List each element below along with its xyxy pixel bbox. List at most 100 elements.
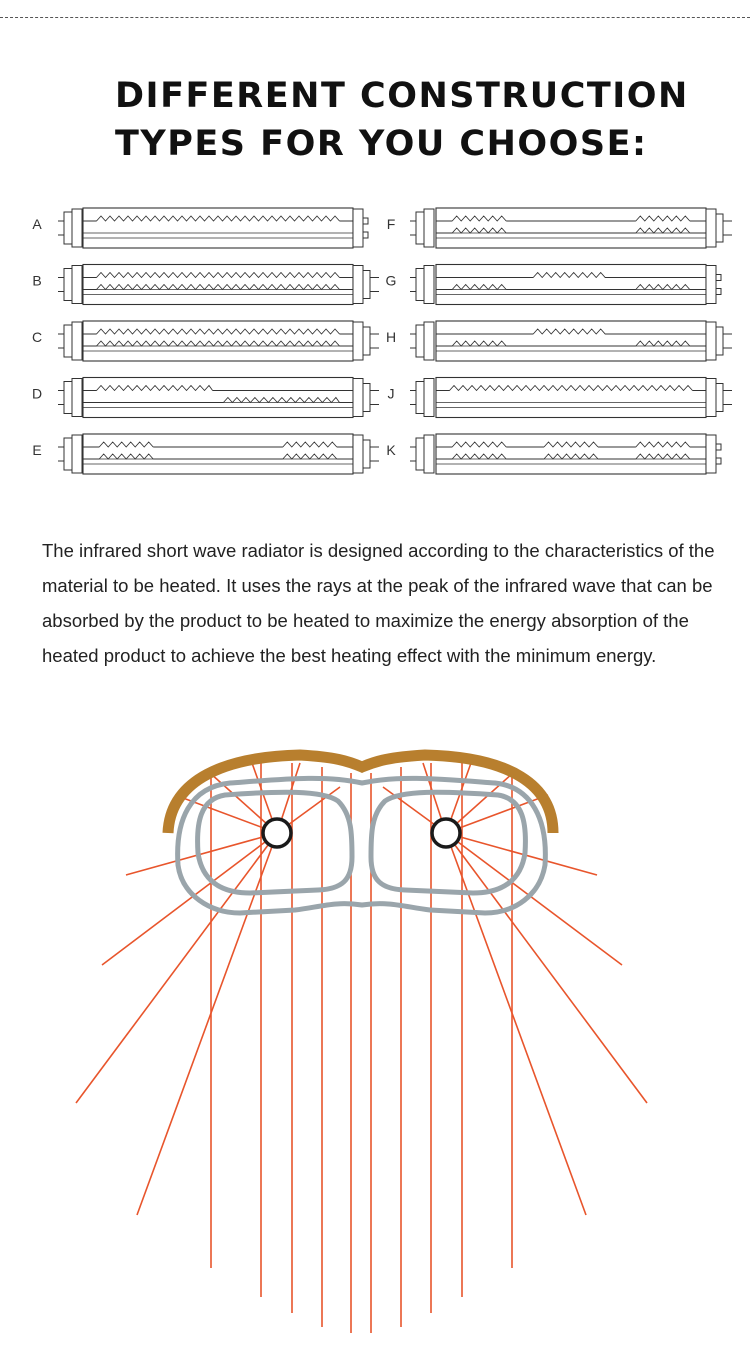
infrared-ray bbox=[445, 832, 623, 966]
filament-wire bbox=[436, 271, 706, 279]
end-cap-right bbox=[352, 321, 364, 361]
connector-block bbox=[415, 211, 425, 245]
tube-type-g: G bbox=[386, 263, 722, 306]
filament-wire bbox=[436, 283, 706, 291]
tube-type-d: D bbox=[32, 376, 379, 419]
gold-reflector bbox=[162, 749, 559, 834]
tube-body bbox=[435, 207, 707, 249]
description-text: The infrared short wave radiator is desi… bbox=[42, 540, 715, 666]
title-line-2: TYPES FOR YOU CHOOSE: bbox=[115, 124, 648, 164]
connector-block bbox=[415, 324, 425, 358]
tube-body bbox=[435, 376, 707, 419]
end-cap-left bbox=[71, 378, 83, 417]
end-cap-right bbox=[705, 208, 717, 248]
filament-wire bbox=[83, 453, 353, 460]
connector-block bbox=[63, 268, 73, 301]
infrared-ray bbox=[125, 832, 278, 876]
tube-type-h: H bbox=[386, 320, 732, 362]
end-cap-left bbox=[71, 265, 83, 304]
right-lamp-filament bbox=[430, 817, 462, 849]
connector-block bbox=[63, 437, 73, 471]
connector-block bbox=[362, 439, 371, 469]
infrared-ray bbox=[136, 832, 278, 1216]
ray-group bbox=[75, 762, 648, 1333]
infrared-ray bbox=[101, 832, 278, 966]
filament-wire bbox=[436, 340, 706, 347]
construction-types-diagram: A B C D E F G H J K bbox=[32, 207, 732, 475]
tube-label: E bbox=[32, 442, 41, 458]
end-cap-right bbox=[705, 434, 717, 474]
tube-label: F bbox=[387, 216, 396, 232]
tube-label: A bbox=[32, 216, 42, 232]
tube-type-f: F bbox=[387, 207, 732, 249]
tube-type-a: A bbox=[32, 207, 369, 249]
end-cap-left bbox=[423, 378, 435, 417]
end-cap-left bbox=[71, 321, 83, 361]
infrared-ray bbox=[445, 832, 598, 876]
filament-wire bbox=[83, 384, 353, 392]
tube-body bbox=[82, 207, 354, 249]
filament-wire bbox=[83, 215, 353, 222]
tube-type-c: C bbox=[32, 320, 379, 362]
filament-wire bbox=[83, 283, 353, 291]
end-notch bbox=[716, 274, 722, 295]
tube-label: H bbox=[386, 329, 396, 345]
filament-wire bbox=[436, 453, 706, 460]
connector-block bbox=[715, 383, 724, 412]
filament-wire bbox=[83, 340, 353, 347]
tube-body bbox=[82, 376, 354, 419]
title-line-1: DIFFERENT CONSTRUCTION bbox=[115, 76, 689, 116]
tube-label: B bbox=[32, 273, 41, 289]
tube-label: K bbox=[386, 442, 396, 458]
end-notch bbox=[716, 443, 722, 465]
top-dashed-divider bbox=[0, 17, 750, 18]
filament-wire bbox=[436, 227, 706, 234]
tube-body bbox=[435, 263, 707, 306]
radiator-ray-diagram bbox=[75, 749, 648, 1333]
infrared-ray bbox=[445, 832, 648, 1104]
connector-block bbox=[362, 270, 371, 299]
tube-label: C bbox=[32, 329, 42, 345]
tube-type-k: K bbox=[386, 433, 722, 475]
tube-body bbox=[435, 433, 707, 475]
tube-label: G bbox=[386, 273, 397, 289]
connector-block bbox=[362, 326, 371, 356]
connector-block bbox=[415, 381, 425, 414]
right-inner-tube bbox=[368, 789, 528, 896]
tube-label: J bbox=[388, 386, 395, 402]
end-notch bbox=[363, 217, 369, 239]
end-cap-left bbox=[71, 434, 83, 474]
page-title: DIFFERENT CONSTRUCTION TYPES FOR YOU CHO… bbox=[115, 72, 735, 168]
connector-block bbox=[63, 381, 73, 414]
tube-label: D bbox=[32, 386, 42, 402]
filament-wire bbox=[83, 441, 353, 448]
tube-type-e: E bbox=[32, 433, 379, 475]
connector-block bbox=[63, 324, 73, 358]
infrared-ray bbox=[445, 832, 587, 1216]
end-cap-right bbox=[705, 321, 717, 361]
filament-wire bbox=[436, 441, 706, 448]
filament-wire bbox=[436, 384, 706, 392]
end-cap-right bbox=[705, 378, 717, 417]
end-cap-left bbox=[423, 265, 435, 304]
connector-block bbox=[415, 268, 425, 301]
end-cap-left bbox=[423, 321, 435, 361]
filament-wire bbox=[83, 271, 353, 279]
connector-block bbox=[63, 211, 73, 245]
left-inner-tube bbox=[195, 789, 355, 896]
filament-wire bbox=[83, 328, 353, 335]
filament-wire bbox=[83, 396, 353, 404]
end-cap-right bbox=[352, 265, 364, 304]
end-cap-left bbox=[71, 208, 83, 248]
connector-block bbox=[362, 383, 371, 412]
end-cap-right bbox=[352, 378, 364, 417]
connector-block bbox=[715, 326, 724, 356]
tube-type-j: J bbox=[388, 376, 732, 419]
outer-tube-outline bbox=[175, 775, 548, 916]
end-cap-right bbox=[705, 265, 717, 304]
filament-wire bbox=[436, 328, 706, 335]
infrared-ray bbox=[75, 832, 278, 1104]
end-cap-left bbox=[423, 208, 435, 248]
tube-body bbox=[435, 320, 707, 362]
end-cap-right bbox=[352, 434, 364, 474]
